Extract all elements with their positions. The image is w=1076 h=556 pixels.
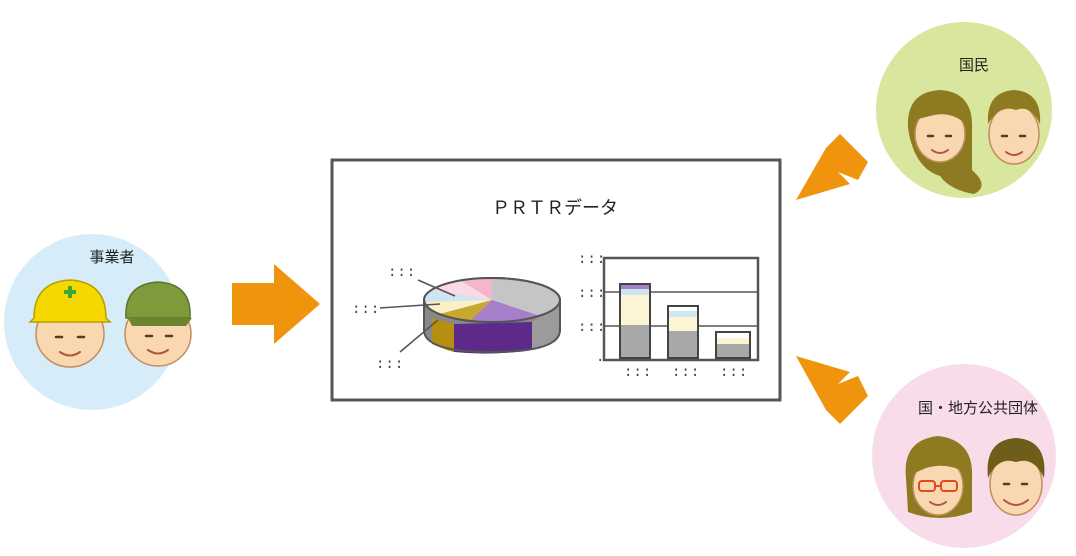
man-face-icon — [987, 90, 1041, 165]
pie-leader-label-3: ::: — [376, 356, 404, 372]
bar-axis-label-3: ::: — [578, 319, 606, 335]
arrow-government-to-data — [796, 356, 868, 424]
bar-chart-illustration: ::: ::: ::: . ::: ::: ::: — [578, 251, 760, 380]
business-label: 事業者 — [89, 248, 134, 266]
pie-leader-label-1: ::: — [388, 264, 416, 280]
citizens-group: 国民 — [876, 22, 1052, 198]
bar-axis-label-2: ::: — [578, 285, 606, 301]
bar-axis-label-1: ::: — [578, 251, 606, 267]
hardhat-worker-icon — [28, 279, 112, 368]
government-label: 国・地方公共団体 — [918, 399, 1038, 417]
older-man-face-icon — [987, 438, 1045, 516]
pie-leader-label-2: ::: — [352, 301, 380, 317]
citizens-label: 国民 — [959, 56, 989, 74]
woman-glasses-face-icon — [905, 436, 973, 518]
prtr-data-panel: ＰＲＴＲデータ ::: ::: ::: — [330, 158, 782, 402]
bar-category-label-2: ::: — [672, 364, 700, 380]
data-title: ＰＲＴＲデータ — [492, 198, 618, 219]
cap-worker-icon — [124, 281, 192, 367]
arrow-citizens-to-data — [796, 134, 868, 200]
government-group: 国・地方公共団体 — [872, 364, 1056, 548]
business-group: 事業者 — [4, 234, 192, 410]
woman-face-icon — [907, 90, 982, 194]
bar-category-label-3: ::: — [720, 364, 748, 380]
arrow-business-to-data — [232, 264, 320, 344]
bar-category-label-1: ::: — [624, 364, 652, 380]
bar-axis-label-4: . — [596, 349, 605, 365]
pie-chart-illustration: ::: ::: ::: — [352, 264, 561, 372]
